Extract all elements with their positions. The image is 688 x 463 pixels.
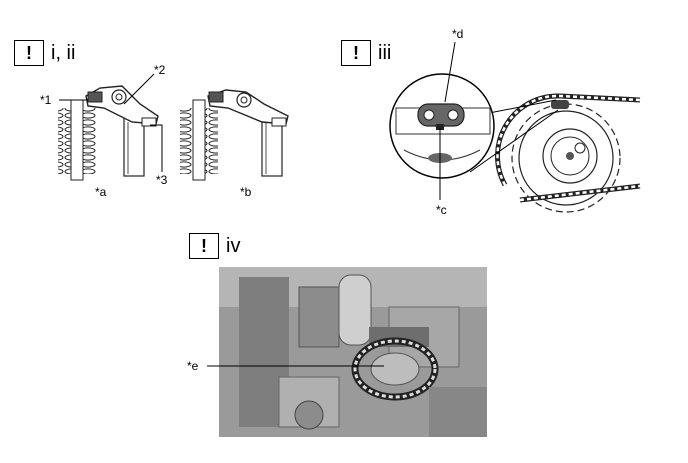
rocker-arm-diagram-b <box>180 89 289 181</box>
step-1-label: i, ii <box>51 42 76 64</box>
callout-d: *d <box>452 27 464 41</box>
camshaft-sprocket-diagram <box>495 93 641 213</box>
engine-timing-photo <box>219 267 487 437</box>
callout-1: *1 <box>40 93 52 107</box>
callout-2: *2 <box>154 63 166 77</box>
callout-3: *3 <box>156 173 168 187</box>
callout-e: *e <box>187 359 199 373</box>
step-3-caution-icon: ! <box>189 233 219 259</box>
callout-b: *b <box>240 185 252 199</box>
rocker-arm-diagram-a <box>58 85 159 181</box>
zoom-detail <box>389 73 559 179</box>
callout-a: *a <box>95 185 107 199</box>
step-3-label: iv <box>226 235 241 257</box>
callout-c: *c <box>436 203 447 217</box>
step-2-caution-icon: ! <box>341 40 371 66</box>
step-1-caution-icon: ! <box>14 40 44 66</box>
step-2-label: iii <box>378 42 392 64</box>
